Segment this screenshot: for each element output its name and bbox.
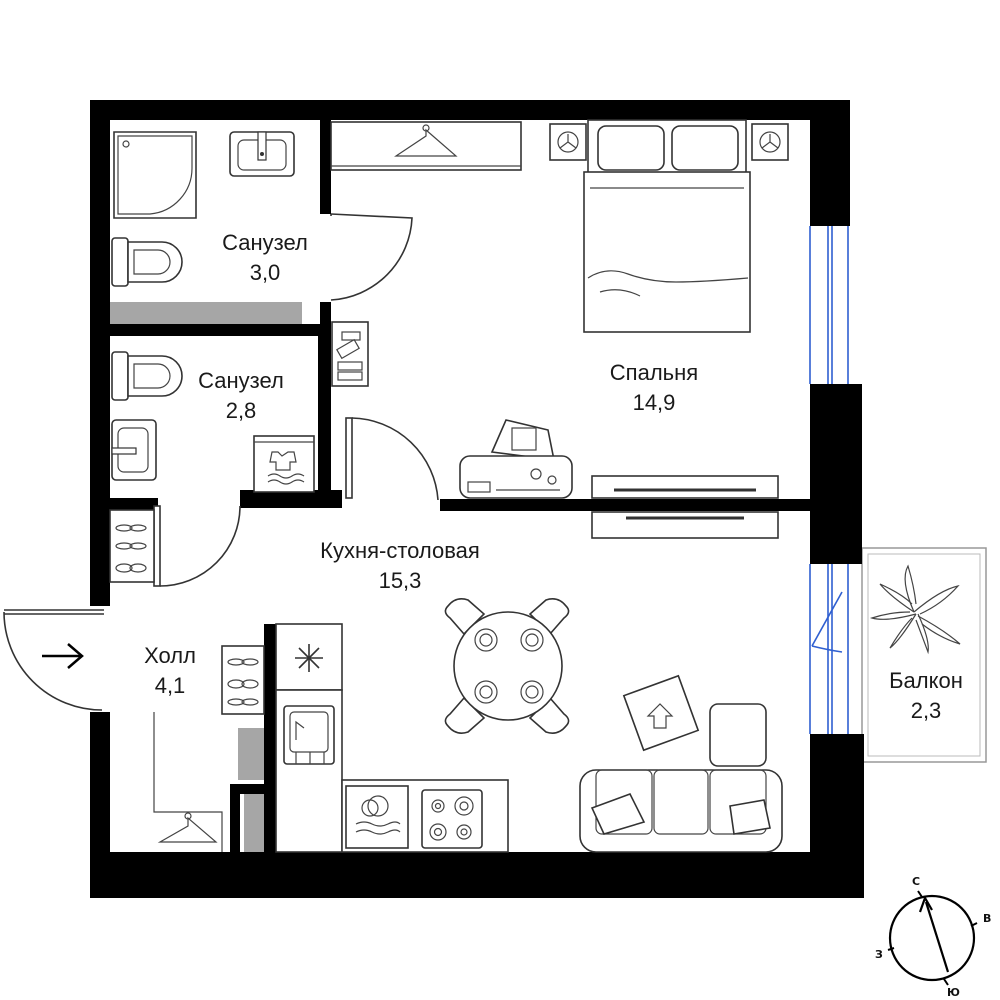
room-name: Спальня <box>609 360 699 385</box>
fridge-icon <box>275 623 343 691</box>
compass-south: Ю <box>947 986 960 999</box>
hanger-rail-icon <box>153 712 223 852</box>
room-label-balcony: Балкон 2,3 <box>866 666 986 726</box>
desk-printer-icon <box>459 419 573 499</box>
room-name: Холл <box>144 643 196 668</box>
toilet-icon <box>111 237 183 287</box>
room-name: Кухня-столовая <box>320 538 480 563</box>
nightstand-icon <box>751 123 789 161</box>
balcony <box>861 547 987 763</box>
compass-west: З <box>875 948 883 961</box>
room-label-bathroom-1: Санузел 3,0 <box>200 228 330 288</box>
shoe-rack-icon <box>109 509 155 583</box>
shoe-rack-icon <box>221 645 265 715</box>
room-area: 2,3 <box>910 698 942 723</box>
compass-east: В <box>983 912 991 925</box>
room-area: 14,9 <box>632 390 676 415</box>
dining-table-icon <box>444 598 570 734</box>
room-label-bathroom-2: Санузел 2,8 <box>176 366 306 426</box>
room-area: 2,8 <box>225 398 257 423</box>
room-label-hall: Холл 4,1 <box>120 641 220 701</box>
room-name: Балкон <box>889 668 963 693</box>
sofa-icon <box>579 769 783 853</box>
room-area: 3,0 <box>249 260 281 285</box>
shaft <box>110 302 302 852</box>
room-area: 15,3 <box>378 568 422 593</box>
dishwasher-icon <box>345 785 409 849</box>
sink-icon <box>111 419 157 481</box>
room-name: Санузел <box>222 230 308 255</box>
washing-machine-icon <box>253 435 315 493</box>
door[interactable] <box>3 213 439 711</box>
nightstand-icon <box>549 123 587 161</box>
room-label-bedroom: Спальня 14,9 <box>584 358 724 418</box>
kitchen-sink-icon <box>283 705 335 765</box>
shelf-icon <box>331 321 369 387</box>
toilet-icon <box>111 351 183 401</box>
walls <box>90 100 864 898</box>
entrance-arrow-icon <box>42 643 84 669</box>
tv-stand-icon <box>591 475 779 539</box>
armchair-icon <box>622 674 700 752</box>
room-label-kitchen-dining: Кухня-столовая 15,3 <box>290 536 510 596</box>
window <box>809 226 849 734</box>
ottoman-icon <box>709 703 767 767</box>
compass: С В Ю З <box>875 875 991 999</box>
bed-icon <box>583 119 751 333</box>
wardrobe-icon <box>330 121 522 171</box>
plant-icon <box>869 564 961 655</box>
room-name: Санузел <box>198 368 284 393</box>
room-area: 4,1 <box>154 673 186 698</box>
compass-north: С <box>912 875 920 888</box>
shower-icon <box>113 131 197 219</box>
cooktop-icon <box>421 789 483 849</box>
sink-icon <box>229 131 295 177</box>
